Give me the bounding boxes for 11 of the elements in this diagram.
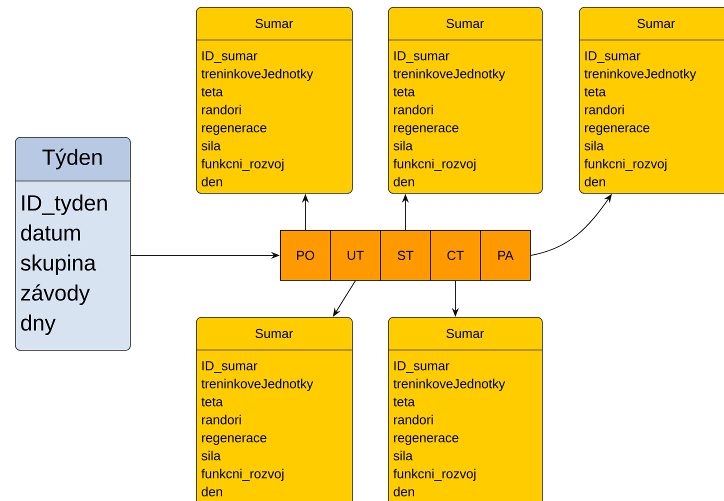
entity-table: Týden ID_tyden datum skupina závody dny — [14, 136, 131, 351]
day-cell: UT — [330, 230, 381, 281]
entity-table: Sumar ID_sumar treninkoveJednotky teta randori regenerace sila funkcni_rozvoj den — [196, 7, 353, 194]
entity-table: Sumar ID_sumar treninkoveJednotky teta randori regenerace sila funkcni_rozvoj den — [388, 317, 543, 501]
day-cell: PO — [280, 230, 331, 281]
entity-table: Sumar ID_sumar treninkoveJednotky teta randori regenerace sila funkcni_rozvoj den — [388, 7, 543, 194]
day-cell: ST — [380, 230, 431, 281]
entity-table: Sumar ID_sumar treninkoveJednotky teta randori regenerace sila funkcni_rozvoj den — [578, 7, 724, 194]
day-cell: CT — [430, 230, 481, 281]
entity-table: Sumar ID_sumar treninkoveJednotky teta randori regenerace sila funkcni_rozvoj den — [196, 317, 353, 501]
day-cell: PA — [480, 230, 531, 281]
